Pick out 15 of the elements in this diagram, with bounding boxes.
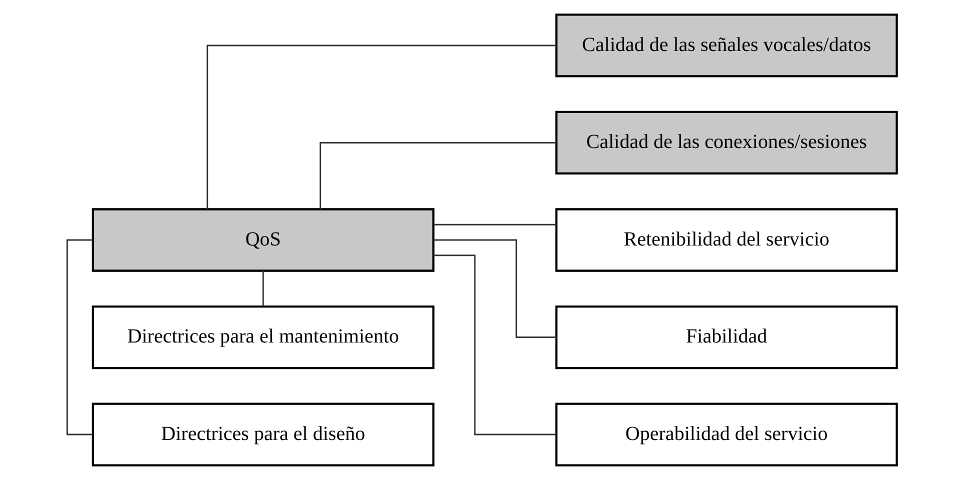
connector: [434, 223, 556, 225]
connector: [320, 142, 556, 209]
node-box: Directrices para el diseño: [92, 402, 434, 466]
node-box: Directrices para el mantenimiento: [92, 304, 434, 369]
connector: [433, 238, 556, 338]
node-box: Fiabilidad: [555, 304, 898, 369]
connector: [66, 238, 93, 435]
node-box: QoS: [92, 208, 434, 272]
node-box: Calidad de las conexiones/sesiones: [555, 110, 898, 174]
connector: [434, 254, 556, 435]
connector: [206, 44, 556, 209]
node-box: Calidad de las señales vocales/datos: [555, 13, 898, 77]
node-box: Operabilidad del servicio: [555, 402, 898, 466]
connector: [262, 270, 264, 306]
node-box: Retenibilidad del servicio: [555, 208, 898, 272]
